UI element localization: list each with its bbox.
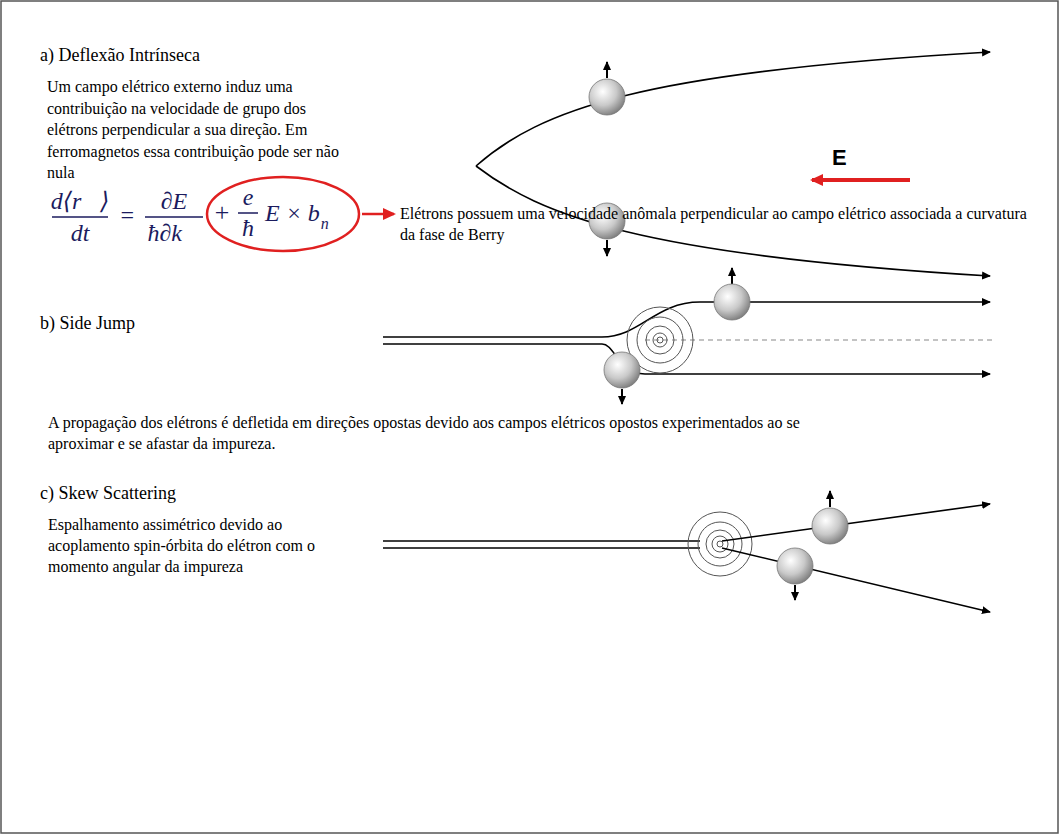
equation-term: d⟨r⃗⟩: [50, 187, 110, 215]
equation-term: e: [237, 184, 259, 210]
description-text: Um campo elétrico externo induz uma cont…: [47, 76, 339, 184]
annotation-text: Elétrons possuem uma velocidade anômala …: [400, 203, 1040, 245]
skew-scattering-illustration: [383, 491, 990, 612]
equation-term: dt: [50, 219, 110, 247]
section-title: c) Skew Scattering: [40, 482, 340, 504]
description-text: Espalhamento assimétrico devido ao acopl…: [48, 514, 348, 577]
equation-term: ħ: [237, 215, 259, 241]
equation-sign: =: [115, 201, 139, 229]
equation-term: ħ∂k⃗: [143, 219, 205, 247]
side-jump-illustration: [383, 268, 995, 404]
equation-term: E × b: [265, 199, 320, 227]
description-text: A propagação dos elétrons é defletida em…: [48, 412, 808, 454]
field-label: E: [832, 145, 862, 171]
equation-term: +: [213, 198, 231, 228]
section-title: a) Deflexão Intrínseca: [40, 44, 360, 66]
equation-term: n: [321, 215, 329, 233]
equation-term: ∂E: [143, 187, 205, 215]
highlight-ellipse: +eħE × bn: [205, 175, 361, 253]
section-title: b) Side Jump: [40, 312, 340, 334]
intrinsic-illustration: [476, 52, 990, 276]
